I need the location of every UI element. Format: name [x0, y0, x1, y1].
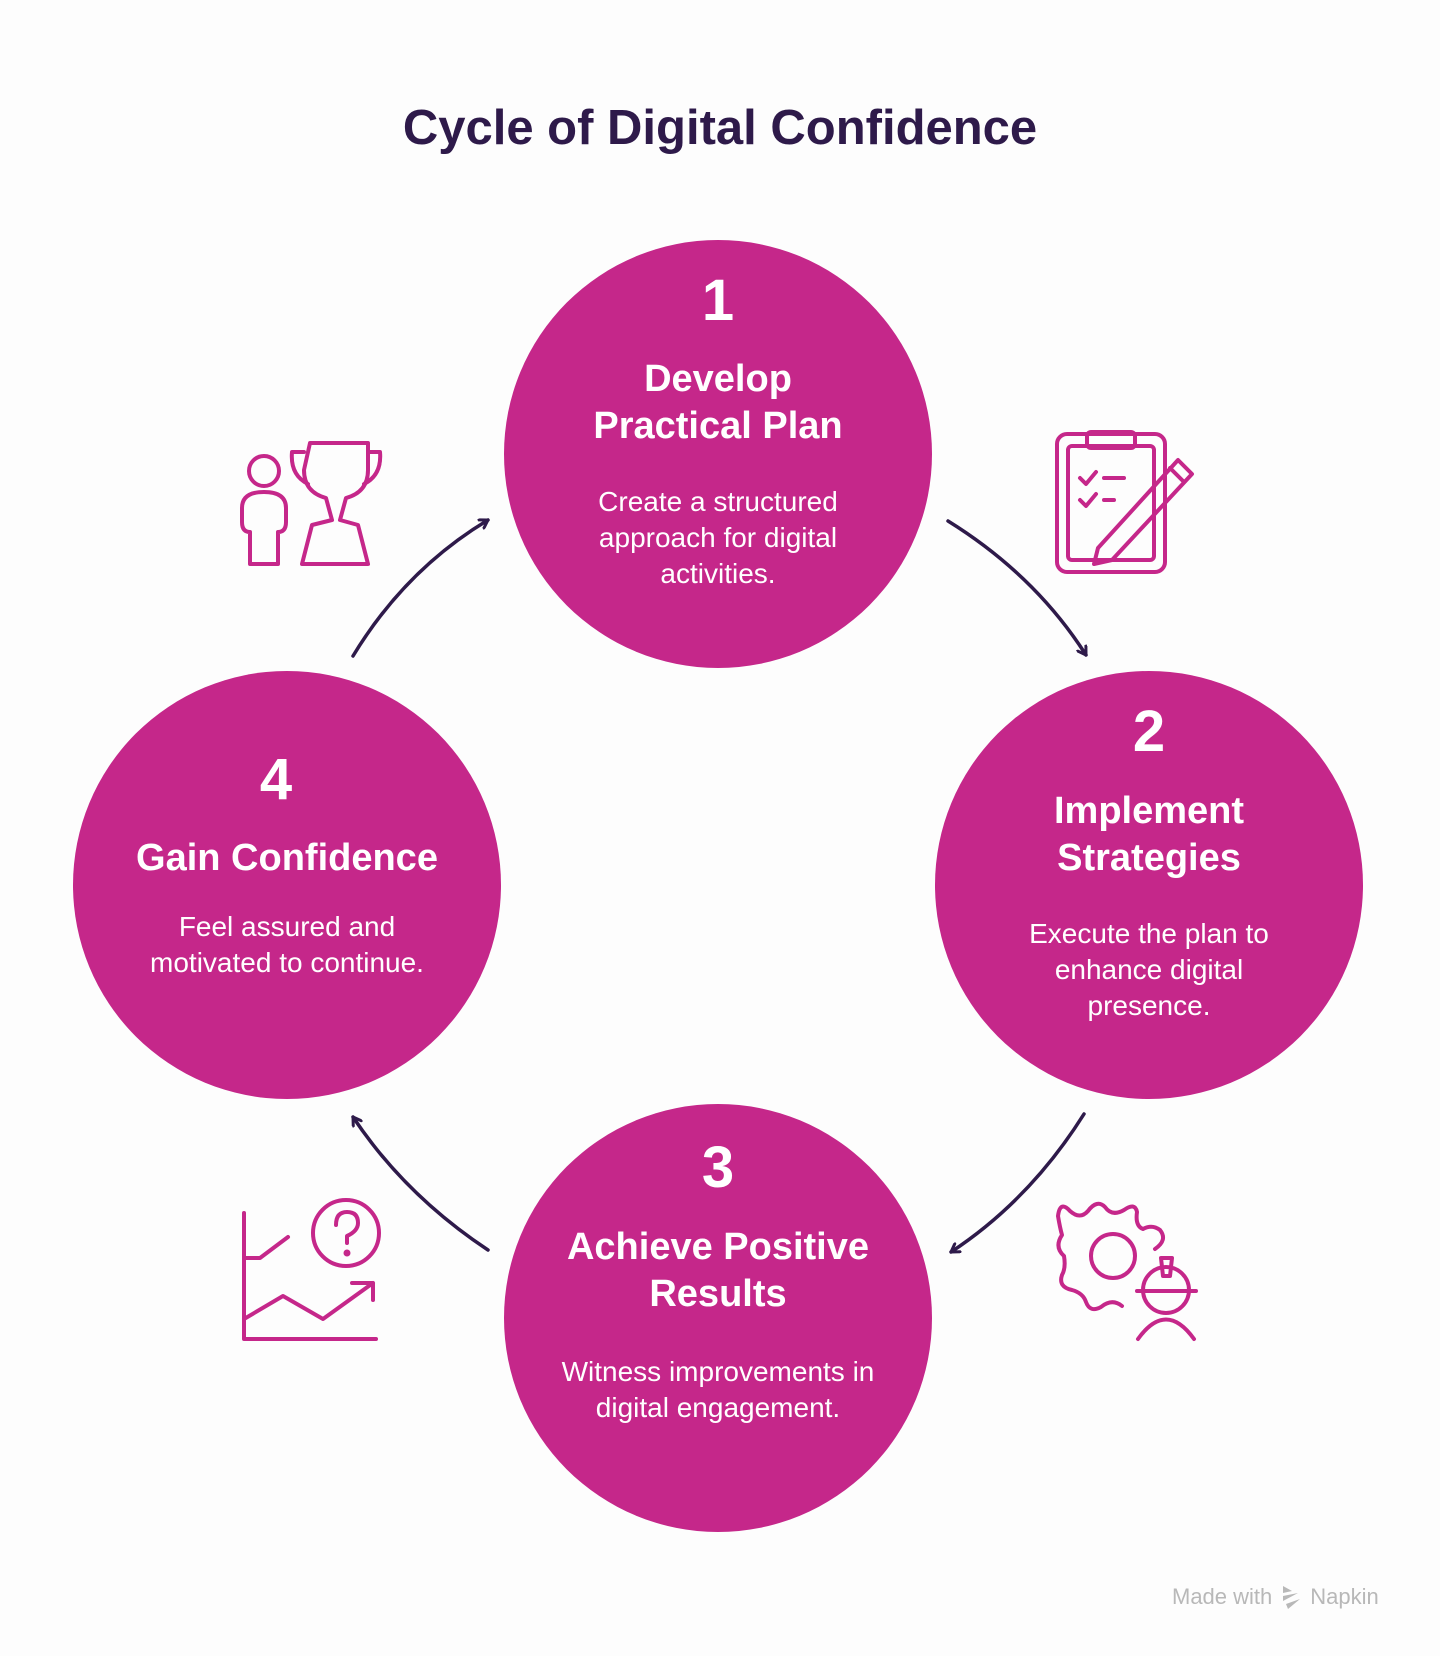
step-2-circle: 2 Implement Strategies Execute the plan … [935, 671, 1363, 1099]
step-description: Create a structured approach for digital… [598, 486, 838, 589]
step-title: Achieve Positive Results [566, 1226, 870, 1315]
napkin-logo-icon [1283, 1586, 1301, 1609]
person-trophy-icon [240, 441, 383, 566]
step-1-circle: 1 Develop Practical Plan Create a struct… [504, 240, 932, 668]
clipboard-pencil-icon [1055, 430, 1194, 574]
step-description: Witness improvements in digital engageme… [561, 1356, 875, 1423]
chart-question-icon [242, 1198, 381, 1341]
watermark-brand: Napkin [1310, 1584, 1379, 1609]
step-number: 3 [701, 1135, 735, 1200]
step-number: 2 [1132, 699, 1166, 764]
page-title: Cycle of Digital Confidence [402, 101, 1038, 155]
watermark: Made with Napkin [1172, 1584, 1379, 1610]
step-number: 1 [701, 268, 735, 333]
step-description: Feel assured and motivated to continue. [150, 911, 424, 978]
step-title: Implement Strategies [1053, 790, 1245, 879]
watermark-prefix: Made with [1172, 1584, 1273, 1609]
step-title: Gain Confidence [136, 837, 438, 879]
step-3-circle: 3 Achieve Positive Results Witness impro… [504, 1104, 932, 1532]
step-title: Develop Practical Plan [593, 358, 843, 447]
step-description: Execute the plan to enhance digital pres… [1029, 918, 1269, 1021]
step-number: 4 [259, 747, 293, 812]
gear-worker-icon [1056, 1201, 1198, 1341]
arrow-3-to-4 [351, 1115, 490, 1252]
arrow-1-to-2 [946, 519, 1088, 657]
step-4-circle: 4 Gain Confidence Feel assured and motiv… [73, 671, 501, 1099]
arrow-4-to-1 [351, 518, 490, 658]
arrow-2-to-3 [949, 1112, 1086, 1254]
